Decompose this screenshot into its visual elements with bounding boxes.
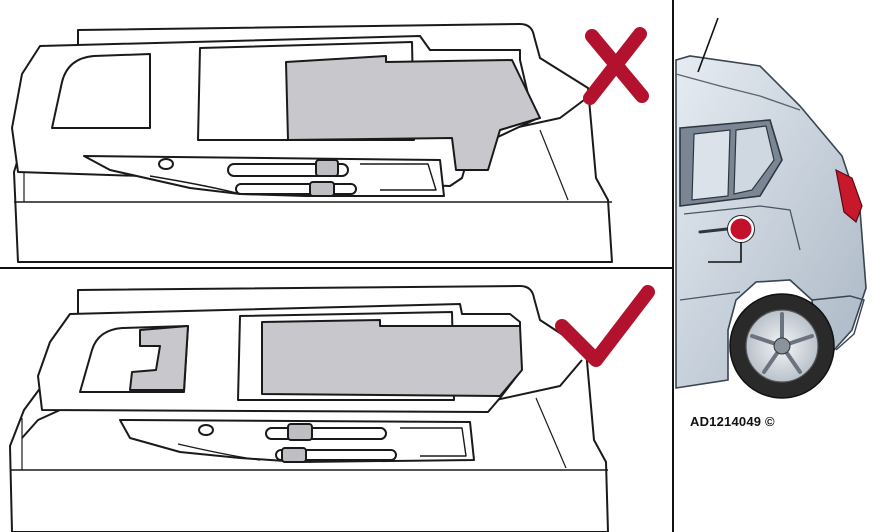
floor-cover-seated <box>129 325 189 391</box>
latch-lower <box>309 181 335 197</box>
floor-cover-correct <box>261 319 523 397</box>
car-locator-illustration <box>675 17 867 399</box>
panel-incorrect <box>11 23 613 263</box>
tail-light <box>835 168 863 224</box>
leader-line-marker <box>708 242 742 263</box>
cross-icon <box>583 27 649 105</box>
leader-line-top <box>697 17 719 73</box>
slot-lower <box>235 183 357 195</box>
latch-upper <box>315 159 339 177</box>
latch-lower <box>281 447 307 463</box>
checkmark-icon <box>555 285 655 367</box>
floor-cover-misplaced <box>285 55 541 171</box>
panel-correct <box>9 285 609 532</box>
rear-wheel <box>729 293 835 399</box>
hook-opening <box>51 53 151 129</box>
reference-code: AD1214049 © <box>690 414 775 429</box>
locator-marker <box>727 215 755 243</box>
latch-upper <box>287 423 313 441</box>
slot-upper <box>265 427 387 440</box>
